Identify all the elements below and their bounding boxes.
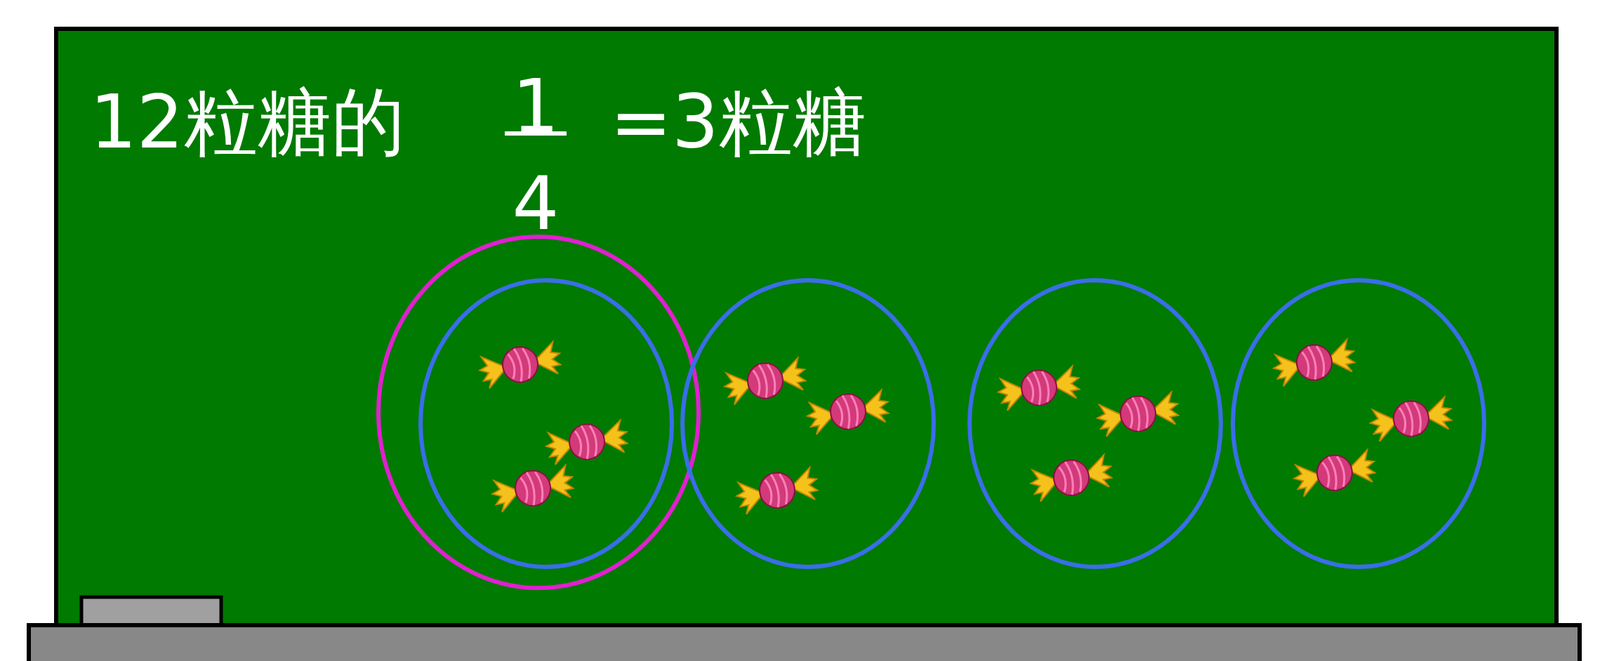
candy [1027, 451, 1115, 503]
candy [1095, 388, 1182, 438]
candy [544, 417, 631, 466]
candy [805, 386, 892, 436]
candy [721, 354, 809, 406]
highlight-ring [378, 236, 699, 588]
expression-text: 12粒糖的 [89, 85, 406, 160]
candy [996, 362, 1083, 412]
group-circle [969, 280, 1221, 567]
candy [733, 464, 821, 516]
candy [1368, 393, 1455, 443]
group-circle [682, 280, 934, 567]
candy [476, 338, 564, 390]
candy [1291, 446, 1379, 498]
group-circle [420, 280, 672, 567]
candy [1270, 336, 1358, 388]
chalk-ledge [28, 624, 1580, 661]
result-text: =3粒糖 [610, 85, 867, 160]
eraser [81, 596, 222, 625]
fraction-numerator: 1 [512, 70, 560, 144]
chalkboard [56, 28, 1557, 625]
fraction-denominator: 4 [512, 167, 560, 241]
group-circle [1232, 280, 1485, 567]
candy [489, 461, 577, 514]
